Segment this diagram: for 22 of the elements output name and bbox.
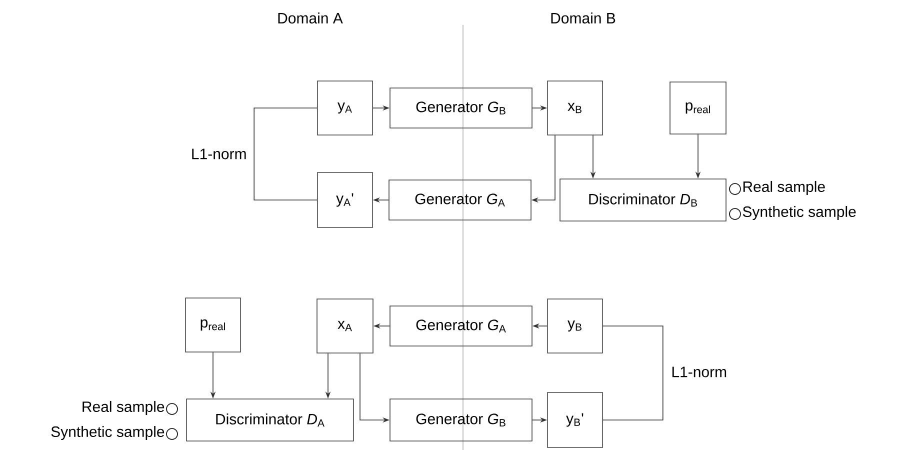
radio-option: Synthetic sample <box>729 206 856 220</box>
radio-option: Real sample <box>82 401 178 415</box>
discriminator-box: Discriminator D$_{A}$ <box>186 398 354 442</box>
variable-box: x$_{B}$ <box>547 80 603 136</box>
generator-box: Generator G$_{B}$ <box>390 88 532 128</box>
variable-box: p$_{real}$ <box>670 82 726 134</box>
radio-option: Synthetic sample <box>51 426 178 440</box>
edge-label: L1-norm <box>192 148 246 160</box>
generator-box: Generator G$_{A}$ <box>390 306 532 346</box>
variable-box: y$_{A}$ <box>317 80 373 136</box>
radio-option: Real sample <box>729 181 825 195</box>
discriminator-box: Discriminator D$_{B}$ <box>560 178 726 222</box>
variable-box: x$_{A}$ <box>316 298 374 354</box>
domain-heading: Domain B <box>551 12 616 24</box>
generator-box: Generator G$_{B}$ <box>390 398 532 442</box>
variable-box: y$_{B}$ <box>547 298 603 354</box>
edge-label: L1-norm <box>672 366 726 378</box>
generator-box: Generator G$_{A}$ <box>388 180 532 220</box>
variable-box: p$_{real}$ <box>185 298 241 352</box>
variable-box: y$_{B}$' <box>547 392 603 448</box>
domain-heading: Domain A <box>278 12 343 24</box>
variable-box: y$_{A}$' <box>317 172 373 228</box>
